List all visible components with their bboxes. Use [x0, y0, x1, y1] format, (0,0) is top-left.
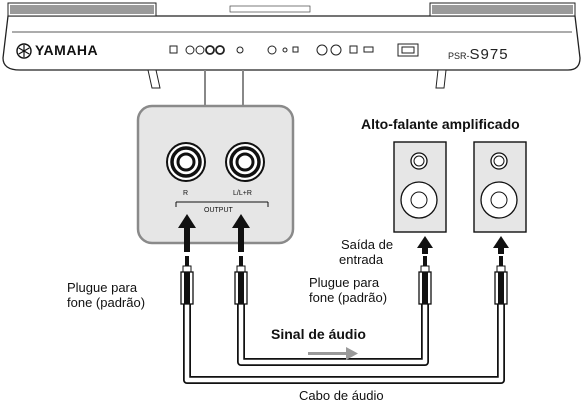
speaker-input-label-1: Saída de — [341, 237, 394, 252]
phone-plug-icon — [494, 256, 508, 305]
signal-label: Sinal de áudio — [271, 326, 366, 342]
jack-l-icon — [225, 142, 265, 182]
phone-plug-icon — [180, 256, 194, 305]
insert-arrow-icon — [493, 236, 509, 254]
phone-plug-icon — [234, 256, 248, 305]
jack-r-label: R — [183, 190, 189, 197]
jack-r-icon — [166, 142, 206, 182]
keyboard — [2, 2, 581, 89]
model-number: S975 — [469, 46, 509, 63]
model-prefix: PSR- — [448, 51, 470, 61]
insert-arrow-icon — [178, 214, 196, 252]
speaker-right — [473, 141, 527, 233]
insert-arrow-icon — [417, 236, 433, 254]
woofer-icon — [400, 181, 438, 219]
speaker-left — [393, 141, 447, 233]
output-jack-panel — [136, 104, 295, 245]
callout-line — [204, 70, 244, 107]
plug-label-right-1: Plugue para — [309, 275, 380, 290]
tweeter-icon — [410, 152, 428, 170]
speakers-title: Alto-falante amplificado — [361, 116, 520, 132]
jack-l-label: L/L+R — [233, 190, 252, 197]
signal-arrow-icon — [308, 347, 358, 360]
brand-logo: YAMAHA — [35, 42, 99, 58]
woofer-icon — [480, 181, 518, 219]
plug-label-right-2: fone (padrão) — [309, 290, 388, 305]
plug-label-left-2: fone (padrão) — [67, 295, 146, 310]
keybed-right — [429, 2, 576, 17]
plug-label-left-1: Plugue para — [67, 280, 138, 295]
rear-panel-connectors — [169, 43, 419, 57]
tweeter-icon — [490, 152, 508, 170]
phone-plug-icon — [418, 256, 432, 305]
output-group-label: OUTPUT — [204, 207, 233, 214]
cable-label: Cabo de áudio — [299, 388, 384, 403]
speaker-input-label-2: entrada — [339, 252, 384, 267]
keybed-left — [7, 2, 157, 17]
insert-arrow-icon — [232, 214, 250, 252]
model-logo: PSR-S975 — [448, 46, 509, 63]
